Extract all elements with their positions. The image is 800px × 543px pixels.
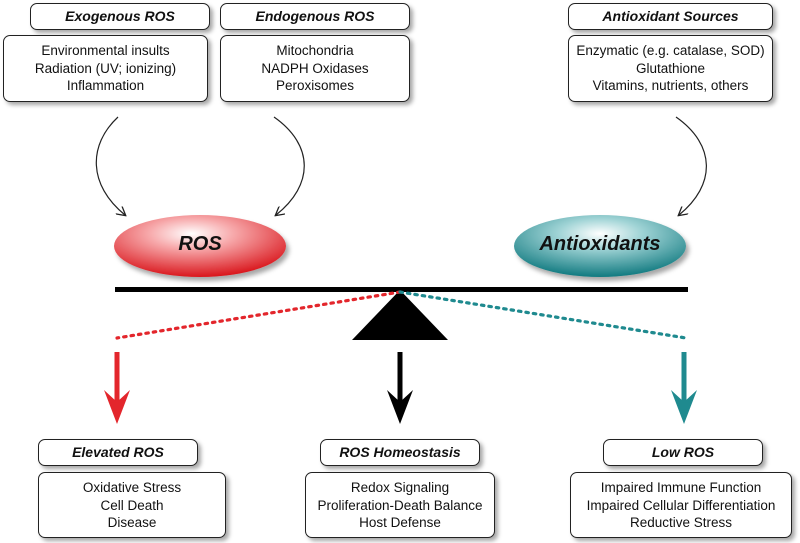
endogenous-ros-title: Endogenous ROS [220,3,410,30]
list-item: Proliferation-Death Balance [317,497,483,513]
list-item: Impaired Cellular Differentiation [586,497,776,513]
low-arrow [671,352,697,424]
list-item: Inflammation [66,78,145,93]
ros-label: ROS [178,233,222,255]
elevated-ros-title: Elevated ROS [38,439,198,466]
list-item: Impaired Immune Function [600,480,762,495]
list-item: Reductive Stress [629,515,733,530]
antioxidant-sources-arrow [675,116,707,215]
list-item: NADPH Oxidases [261,60,369,76]
fulcrum-triangle [352,290,448,340]
endogenous-ros-list: Mitochondria NADPH Oxidases Peroxisomes [220,35,410,102]
antioxidants-ellipse [514,215,686,277]
list-item: Host Defense [359,515,441,530]
list-item: Redox Signaling [350,480,450,495]
elevated-ros-list: Oxidative Stress Cell Death Disease [38,472,226,538]
antioxidant-sources-title: Antioxidant Sources [568,3,773,30]
low-dotted-line [398,290,688,340]
elevated-dotted-line [115,290,402,340]
exogenous-ros-list: Environmental insults Radiation (UV; ion… [3,35,208,102]
list-item: Cell Death [100,497,164,513]
low-ros-title: Low ROS [603,439,763,466]
list-item: Environmental insults [41,43,170,58]
antioxidants-label: Antioxidants [539,233,661,255]
list-item: Enzymatic (e.g. catalase, SOD) [576,43,765,58]
list-item: Oxidative Stress [82,480,182,495]
list-item: Disease [107,515,157,530]
balance-beam [115,287,688,292]
low-ros-list: Impaired Immune Function Impaired Cellul… [570,472,792,538]
exogenous-to-ros-arrow [95,116,125,215]
list-item: Glutathione [635,60,706,76]
ros-homeostasis-title: ROS Homeostasis [320,439,480,466]
list-item: Peroxisomes [275,78,355,93]
endogenous-to-ros-arrow [273,116,305,215]
ros-homeostasis-list: Redox Signaling Proliferation-Death Bala… [305,472,495,538]
exogenous-ros-title: Exogenous ROS [30,3,210,30]
ros-ellipse [114,215,286,277]
antioxidant-sources-list: Enzymatic (e.g. catalase, SOD) Glutathio… [568,35,773,102]
elevated-arrow [104,352,130,424]
list-item: Mitochondria [276,43,354,58]
list-item: Vitamins, nutrients, others [592,78,749,93]
homeostasis-arrow [387,352,413,424]
list-item: Radiation (UV; ionizing) [34,60,177,76]
